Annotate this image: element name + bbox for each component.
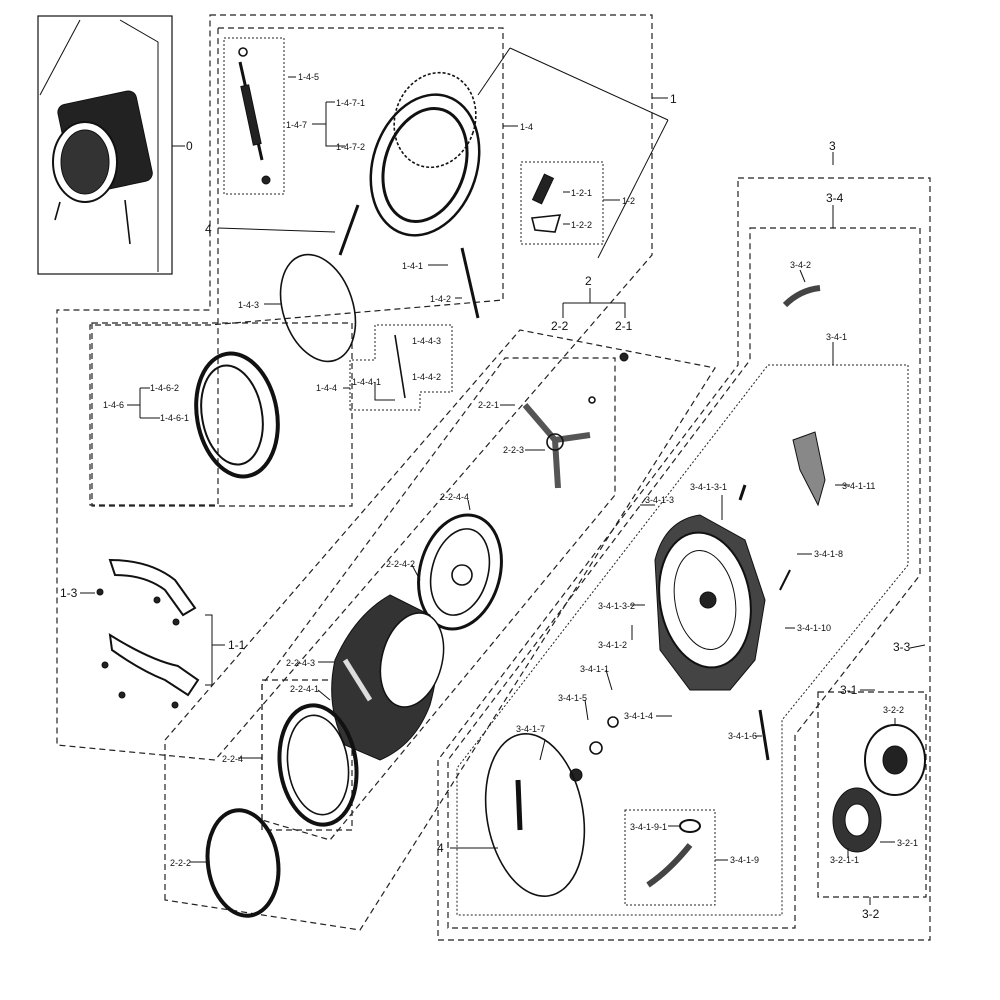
part-1-1-brackets — [96, 558, 200, 709]
label-2-1: 2-1 — [615, 319, 633, 333]
label-3-3: 3-3 — [893, 640, 911, 654]
label-1-4-3: 1-4-3 — [238, 300, 259, 310]
label-3-4-1-1: 3-4-1-1 — [580, 664, 609, 674]
group-boxes — [56, 14, 931, 941]
label-1-4-5: 1-4-5 — [298, 72, 319, 82]
label-1-4-4-3: 1-4-4-3 — [412, 336, 441, 346]
group-1-4-4-box — [349, 324, 453, 411]
group-2-boundary — [164, 329, 716, 931]
part-1-4-3-ring — [279, 253, 357, 363]
part-2-2-4-4-drum-back — [417, 513, 503, 631]
label-3-2-1: 3-2-1 — [897, 838, 918, 848]
label-3-4-1-11: 3-4-1-11 — [842, 481, 875, 491]
label-1-2-1: 1-2-1 — [571, 188, 592, 198]
leader-lines — [80, 47, 926, 905]
group-2-2-boundary — [261, 357, 616, 841]
label-3-4-1-4: 3-4-1-4 — [624, 711, 653, 721]
group-1-4-boundary — [89, 27, 504, 506]
label-1-4-1: 1-4-1 — [402, 261, 423, 271]
label-1-1: 1-1 — [228, 638, 246, 652]
label-3-2-1-1: 3-2-1-1 — [830, 855, 859, 865]
label-0: 0 — [186, 139, 193, 153]
label-2-2-1: 2-2-1 — [478, 400, 499, 410]
label-1-4-7: 1-4-7 — [286, 120, 307, 130]
part-2-2-4-1-ring — [277, 703, 359, 827]
group-1-4-6-box — [91, 322, 353, 507]
part-2-2-1-spider — [522, 352, 629, 489]
group-1-2-box — [520, 161, 604, 245]
label-3-4-1-3-2: 3-4-1-3-2 — [598, 601, 635, 611]
label-2-2-4-1: 2-2-4-1 — [290, 684, 319, 694]
label-1-2-2: 1-2-2 — [571, 220, 592, 230]
label-3-4-1-10: 3-4-1-10 — [797, 623, 831, 633]
label-2-2-4-3: 2-2-4-3 — [286, 658, 315, 668]
label-1-4-7-2: 1-4-7-2 — [336, 142, 365, 152]
label-1-4-4: 1-4-4 — [316, 383, 337, 393]
label-4-bottom: 4 — [437, 841, 444, 855]
label-1-4-4-2: 1-4-4-2 — [412, 372, 441, 382]
group-3-4-1-box — [456, 364, 909, 916]
assembled-unit-inset — [37, 15, 173, 275]
label-3-4-1-9: 3-4-1-9 — [730, 855, 759, 865]
label-3-4-1-6: 3-4-1-6 — [728, 731, 757, 741]
label-3-4: 3-4 — [826, 191, 844, 205]
group-3-boundary — [437, 177, 931, 941]
label-2-2-4-2: 2-2-4-2 — [386, 559, 415, 569]
part-3-4-2-hose — [782, 285, 821, 308]
label-3-4-1-7: 3-4-1-7 — [516, 724, 545, 734]
label-1: 1 — [670, 92, 677, 106]
label-3-2-2: 3-2-2 — [883, 705, 904, 715]
callout-labels: 0 1 1-4 1-4-5 1-4-7 1-4-7-1 1-4-7-2 1-2 … — [60, 72, 918, 921]
label-3-4-1-5: 3-4-1-5 — [558, 693, 587, 703]
label-2-2-4-4: 2-2-4-4 — [440, 492, 469, 502]
label-1-3: 1-3 — [60, 586, 78, 600]
group-3-4-boundary — [447, 227, 921, 929]
part-2-2-2-ring — [205, 808, 281, 918]
part-3-4-1-11-bracket — [792, 431, 826, 507]
part-1-4-6-door-ring — [194, 351, 280, 479]
label-1-4-2: 1-4-2 — [430, 294, 451, 304]
label-2: 2 — [585, 274, 592, 288]
label-2-2-2: 2-2-2 — [170, 858, 191, 868]
group-1-boundary — [56, 14, 653, 761]
label-2-2: 2-2 — [551, 319, 569, 333]
label-2-2-3: 2-2-3 — [503, 445, 524, 455]
label-3-4-1-9-1: 3-4-1-9-1 — [630, 822, 667, 832]
label-2-2-4: 2-2-4 — [222, 754, 243, 764]
label-3-4-1-8: 3-4-1-8 — [814, 549, 843, 559]
label-3-4-1-2: 3-4-1-2 — [598, 640, 627, 650]
label-1-4-4-1: 1-4-4-1 — [352, 377, 381, 387]
label-3-1: 3-1 — [840, 683, 858, 697]
label-3: 3 — [829, 139, 836, 153]
label-1-4-6: 1-4-6 — [103, 400, 124, 410]
group-2-2-4-box — [261, 679, 353, 831]
label-3-4-2: 3-4-2 — [790, 260, 811, 270]
part-3-4-1-7-gasket — [484, 733, 586, 897]
label-3-2: 3-2 — [862, 907, 880, 921]
label-3-4-1-3: 3-4-1-3 — [645, 495, 674, 505]
part-2-2-4-2-drum — [331, 594, 445, 761]
part-1-4-front-housing — [369, 71, 481, 237]
group-3-2-box — [817, 691, 927, 898]
label-1-4-6-2: 1-4-6-2 — [150, 383, 179, 393]
group-3-4-1-9-box — [624, 809, 716, 906]
label-1-4: 1-4 — [520, 122, 533, 132]
part-3-4-1-3-tub — [654, 514, 766, 691]
group-1-4-5-box — [223, 37, 285, 195]
label-3-4-1-3-1: 3-4-1-3-1 — [690, 482, 727, 492]
label-1-2: 1-2 — [622, 196, 635, 206]
part-drawings — [96, 47, 926, 918]
label-3-4-1: 3-4-1 — [826, 332, 847, 342]
part-1-2 — [531, 173, 562, 233]
part-3-2-motor — [832, 724, 926, 853]
label-1-4-7-1: 1-4-7-1 — [336, 98, 365, 108]
label-4-top: 4 — [205, 222, 212, 236]
label-1-4-6-1: 1-4-6-1 — [160, 413, 189, 423]
part-1-4-5-spring — [238, 47, 271, 185]
